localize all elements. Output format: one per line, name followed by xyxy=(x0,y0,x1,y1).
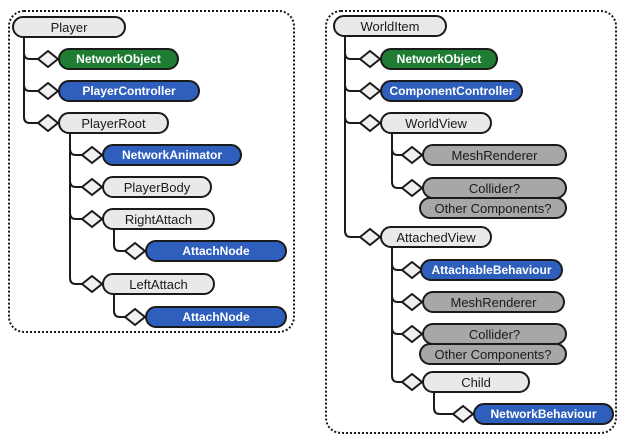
node-child: Child xyxy=(422,371,530,393)
diamond-icon xyxy=(358,227,382,247)
node-world-item: WorldItem xyxy=(333,15,447,37)
diamond-icon xyxy=(123,241,147,261)
diamond-icon xyxy=(400,178,424,198)
diamond-icon xyxy=(36,113,60,133)
diamond-icon xyxy=(400,372,424,392)
diamond-icon xyxy=(358,113,382,133)
connector-lines xyxy=(344,37,453,415)
node-other-components: Other Components? xyxy=(419,197,567,219)
node-network-object: NetworkObject xyxy=(58,48,179,70)
diamond-icon xyxy=(358,81,382,101)
diamond-icon xyxy=(80,274,104,294)
node-collider: Collider? xyxy=(422,177,567,199)
node-attach-node-left: AttachNode xyxy=(145,306,287,328)
diamond-icon xyxy=(36,81,60,101)
node-player: Player xyxy=(12,16,126,38)
node-mesh-renderer-2: MeshRenderer xyxy=(422,291,565,313)
node-attachable-behaviour: AttachableBehaviour xyxy=(420,259,563,281)
node-player-body: PlayerBody xyxy=(102,176,212,198)
node-attached-view: AttachedView xyxy=(380,226,492,248)
diamond-icon xyxy=(400,324,424,344)
diamond-icon xyxy=(400,292,424,312)
diamond-icon xyxy=(80,145,104,165)
node-collider-2: Collider? xyxy=(422,323,567,345)
node-network-animator: NetworkAnimator xyxy=(102,144,242,166)
node-right-attach: RightAttach xyxy=(102,208,215,230)
panel-worlditem-hierarchy: WorldItem NetworkObject ComponentControl… xyxy=(325,10,617,434)
node-network-object-2: NetworkObject xyxy=(380,48,498,70)
node-player-controller: PlayerController xyxy=(58,80,200,102)
diamond-icon xyxy=(358,49,382,69)
node-mesh-renderer: MeshRenderer xyxy=(422,144,567,166)
connector-lines xyxy=(23,38,125,318)
node-left-attach: LeftAttach xyxy=(102,273,215,295)
diamond-icon xyxy=(123,307,147,327)
node-other-components-2: Other Components? xyxy=(419,343,567,365)
diamond-icon xyxy=(80,209,104,229)
node-component-controller: ComponentController xyxy=(380,80,523,102)
diamond-icon xyxy=(451,404,475,424)
diamond-icon xyxy=(80,177,104,197)
diamond-icon xyxy=(400,145,424,165)
diamond-icon xyxy=(36,49,60,69)
node-player-root: PlayerRoot xyxy=(58,112,169,134)
node-world-view: WorldView xyxy=(380,112,492,134)
node-network-behaviour: NetworkBehaviour xyxy=(473,403,614,425)
diamond-icon xyxy=(400,260,424,280)
panel-player-hierarchy: Player NetworkObject PlayerController Pl… xyxy=(8,10,295,333)
node-attach-node-right: AttachNode xyxy=(145,240,287,262)
